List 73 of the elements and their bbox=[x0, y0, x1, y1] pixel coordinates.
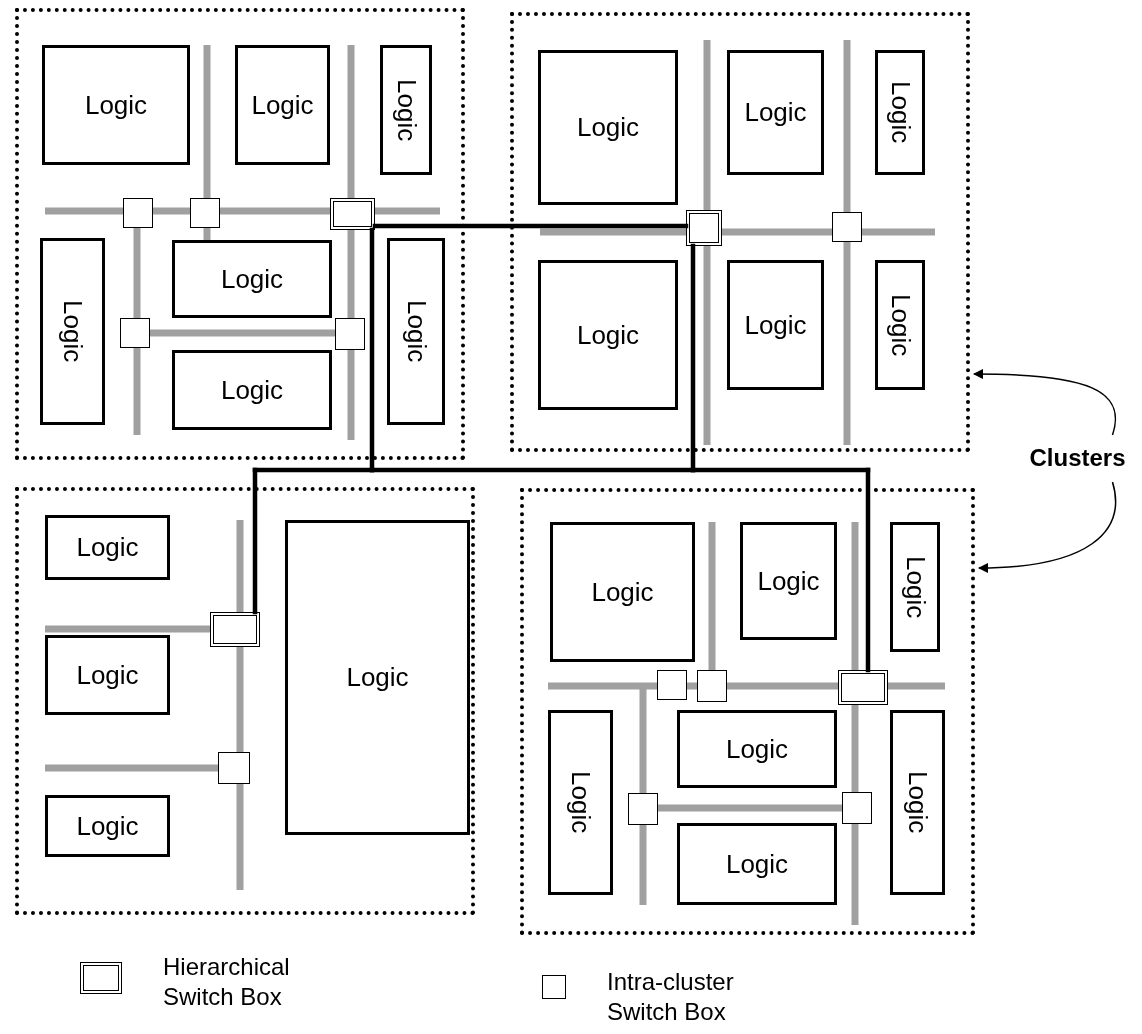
block-label: Logic bbox=[902, 771, 933, 834]
block-label: Logic bbox=[565, 771, 596, 834]
switch-box bbox=[628, 793, 658, 825]
switch-box bbox=[842, 792, 872, 824]
logic-block bbox=[172, 240, 332, 318]
legend-label: Intra-cluster Switch Box bbox=[607, 967, 735, 1027]
block-label: Logic bbox=[84, 89, 148, 121]
block-label: Logic bbox=[576, 112, 640, 143]
logic-block bbox=[380, 45, 432, 175]
block-label: Logic bbox=[591, 576, 654, 608]
logic-block bbox=[677, 710, 837, 788]
hierarchical-switch-box bbox=[686, 210, 722, 246]
block-label: Logic bbox=[899, 555, 931, 619]
legend-label: Hierarchical Switch Box bbox=[163, 952, 291, 1012]
cluster-outline bbox=[520, 488, 975, 935]
hierarchical-switch-box bbox=[838, 670, 888, 705]
block-label: Logic bbox=[884, 81, 916, 144]
block-label: Logic bbox=[251, 89, 314, 121]
switch-box bbox=[190, 198, 220, 228]
logic-block bbox=[875, 260, 925, 390]
block-label: Logic bbox=[400, 300, 432, 363]
logic-block bbox=[538, 260, 678, 410]
block-label: Logic bbox=[744, 97, 807, 128]
leader-line bbox=[977, 481, 1117, 573]
logic-block bbox=[387, 238, 445, 425]
block-label: Logic bbox=[744, 309, 807, 341]
logic-block bbox=[538, 50, 678, 205]
interconnect-line bbox=[252, 467, 258, 615]
cluster-outline bbox=[15, 487, 475, 915]
block-label: Logic bbox=[76, 810, 139, 842]
logic-block bbox=[40, 238, 105, 425]
logic-block bbox=[235, 45, 330, 165]
logic-block bbox=[727, 50, 824, 175]
switch-box bbox=[218, 752, 250, 784]
block-label: Logic bbox=[576, 319, 640, 351]
interconnect-line bbox=[865, 467, 871, 673]
block-label: Logic bbox=[76, 532, 139, 563]
block-label: Logic bbox=[725, 733, 789, 765]
block-label: Logic bbox=[725, 848, 789, 880]
logic-block bbox=[45, 515, 170, 580]
logic-block bbox=[677, 823, 837, 905]
logic-block bbox=[42, 45, 190, 165]
logic-block bbox=[890, 710, 945, 895]
cluster-outline bbox=[15, 8, 465, 460]
switch-box bbox=[123, 198, 153, 228]
hierarchical-switch-box bbox=[330, 198, 375, 230]
logic-block bbox=[285, 520, 470, 835]
block-label: Logic bbox=[220, 374, 284, 406]
block-label: Logic bbox=[57, 300, 88, 363]
logic-block bbox=[727, 260, 824, 390]
switch-box bbox=[832, 212, 862, 242]
callout-label: Clusters bbox=[1015, 438, 1140, 478]
leader-line bbox=[972, 368, 1117, 436]
logic-block bbox=[875, 50, 925, 175]
logic-block bbox=[172, 350, 332, 430]
switch-box bbox=[120, 318, 150, 348]
block-label: Logic bbox=[220, 263, 284, 295]
switch-box bbox=[697, 670, 727, 702]
block-label: Logic bbox=[390, 78, 422, 142]
logic-block bbox=[740, 522, 837, 640]
block-label: Logic bbox=[884, 293, 916, 357]
hierarchical-switch-box bbox=[210, 612, 260, 647]
block-label: Logic bbox=[757, 565, 820, 597]
cluster-outline bbox=[510, 12, 970, 452]
switch-box bbox=[335, 318, 365, 350]
block-label: Logic bbox=[346, 662, 409, 693]
switch-box bbox=[657, 670, 687, 700]
logic-block bbox=[550, 522, 695, 662]
block-label: Logic bbox=[76, 659, 139, 691]
logic-block bbox=[548, 710, 613, 895]
logic-block bbox=[890, 522, 940, 652]
logic-block bbox=[45, 795, 170, 857]
logic-block bbox=[45, 635, 170, 715]
